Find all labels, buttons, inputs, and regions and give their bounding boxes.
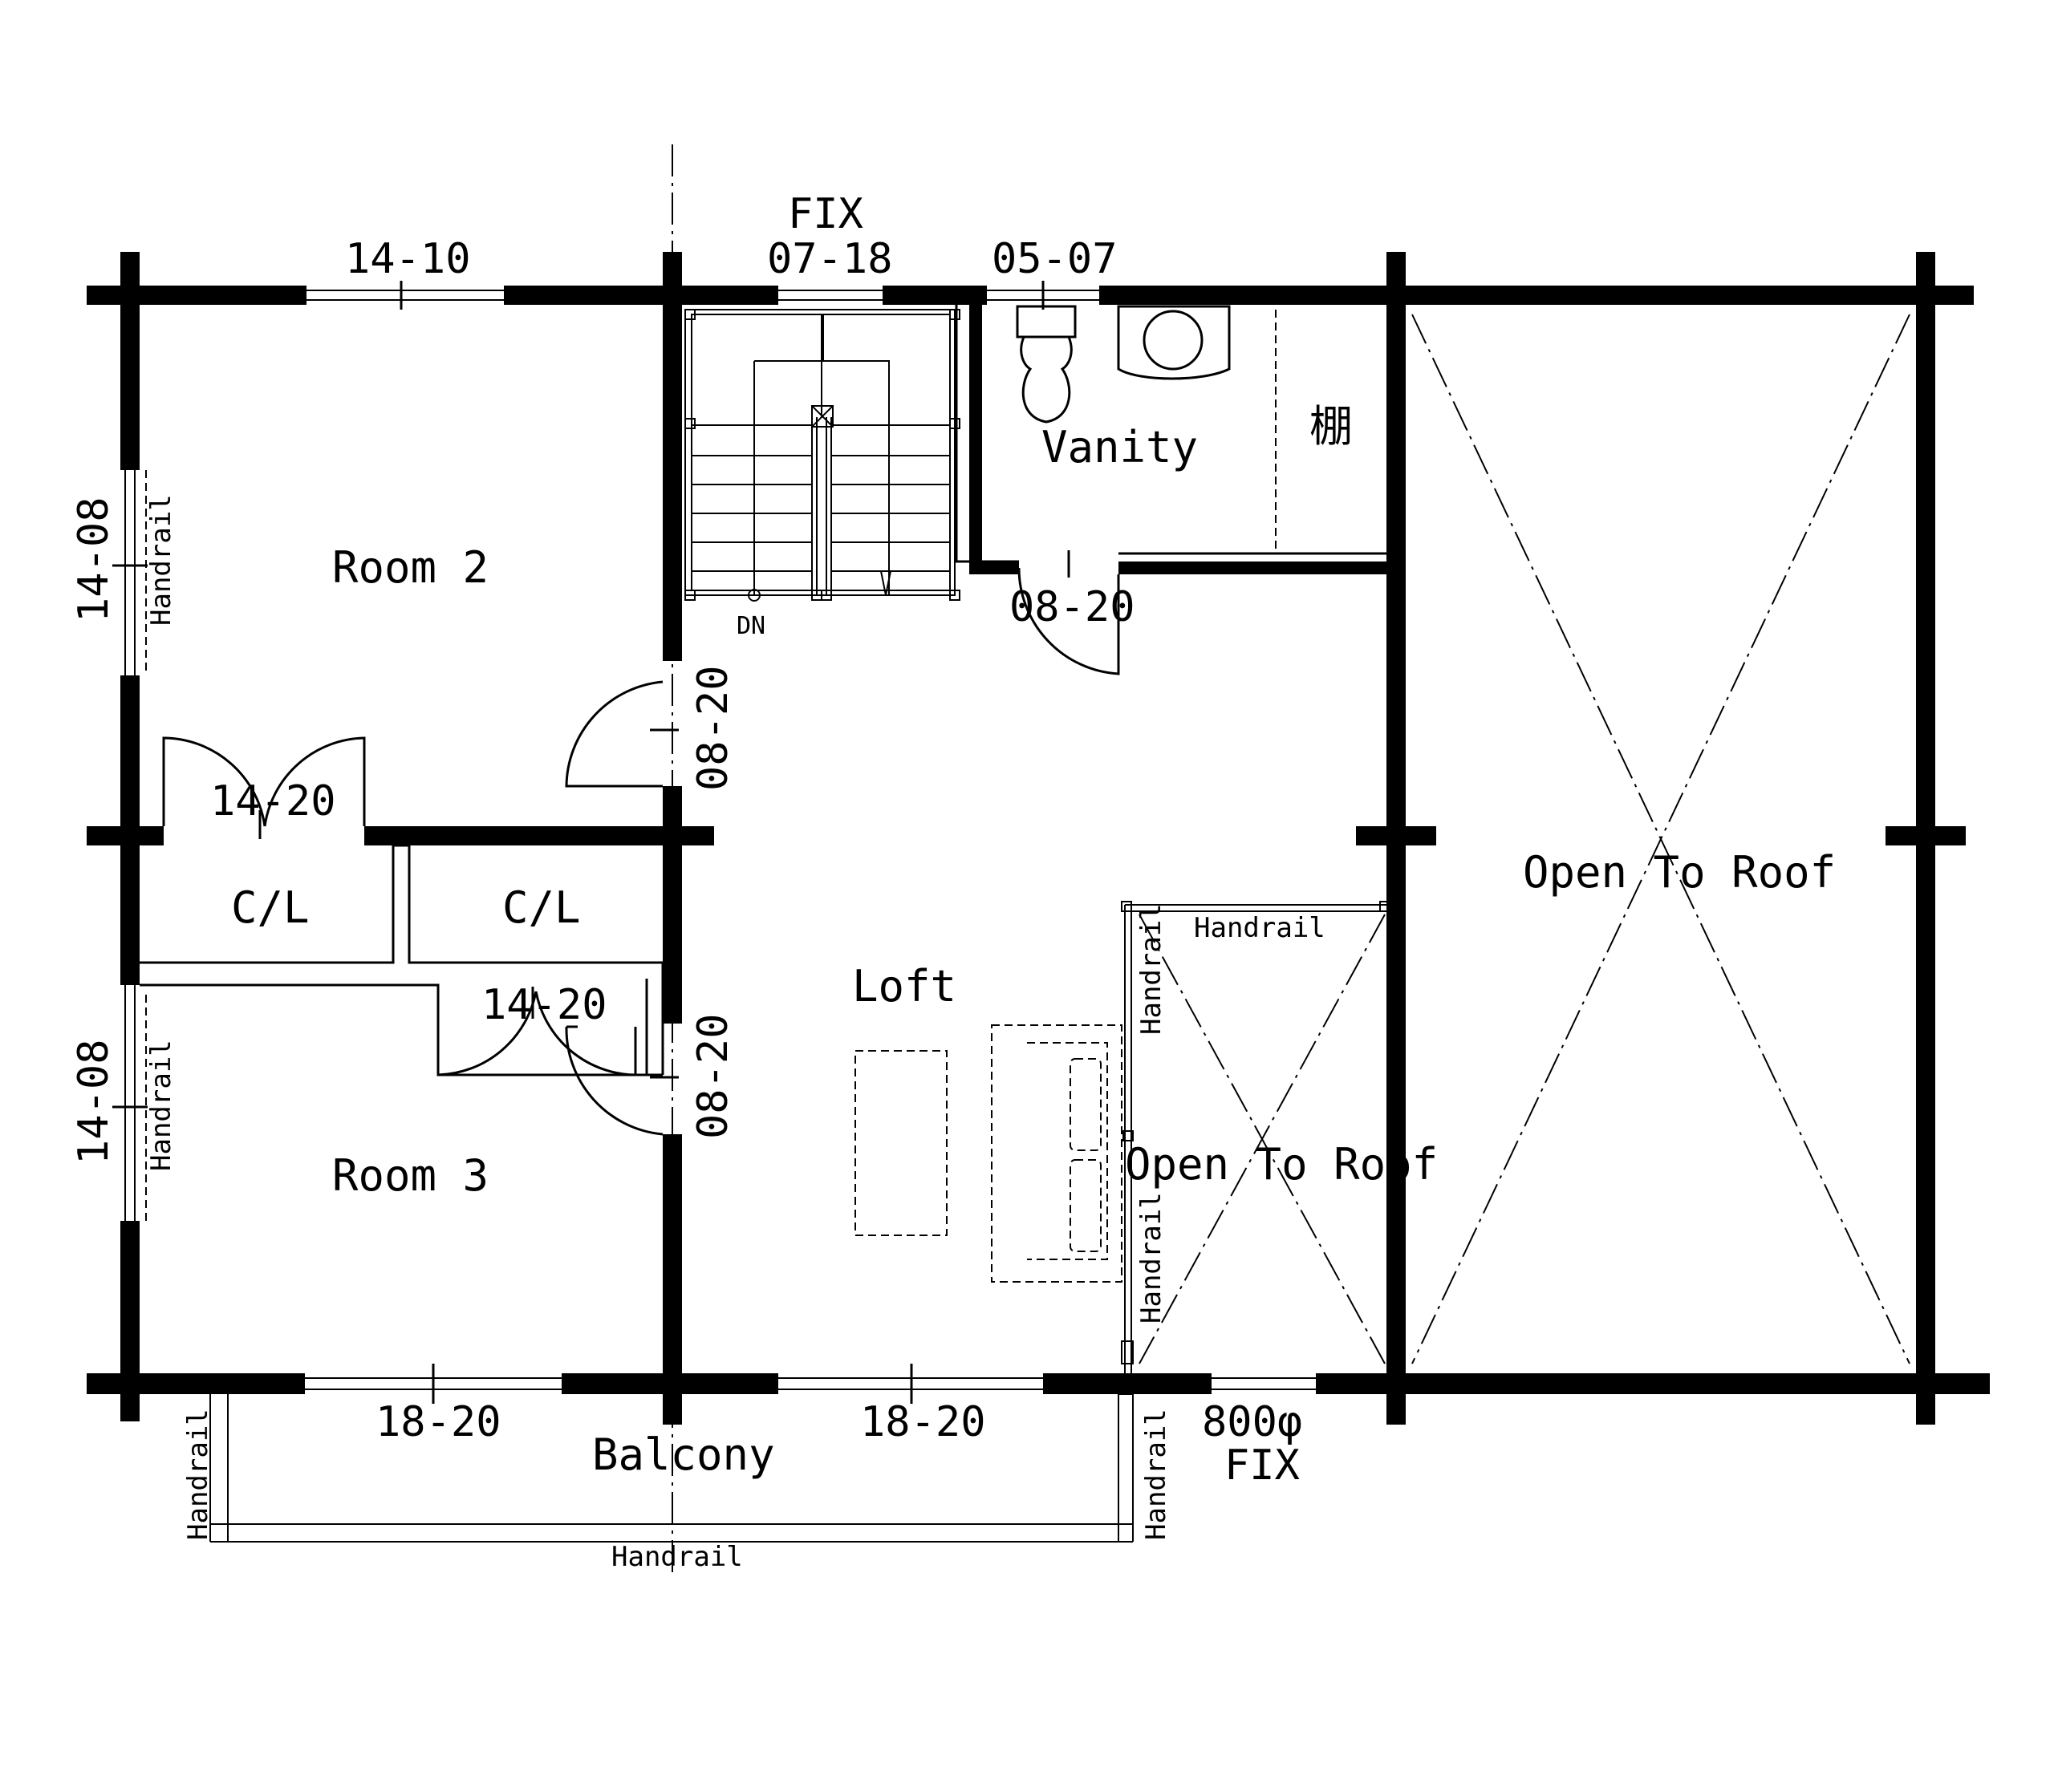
door-room3-label: 08-20: [689, 1013, 737, 1139]
window-round-label: 800φ: [1202, 1398, 1302, 1446]
handrail-loft-top: Handrail: [1194, 912, 1325, 944]
window-bottom-mid-label: 18-20: [860, 1398, 986, 1446]
sink-basin: [1143, 310, 1204, 371]
window-bottom-left-label: 18-20: [375, 1398, 501, 1446]
open-to-roof-large-x: [1411, 314, 1910, 1364]
door-closet-right-label: 14-20: [481, 981, 607, 1029]
wall-bottom-4: [1316, 1373, 1990, 1394]
loft-handrail: [1121, 901, 1390, 1373]
open-to-roof-small-label: Open To Roof: [1125, 1139, 1438, 1190]
window-top-vanity-label: 05-07: [992, 235, 1118, 283]
wall-right-cross: [1886, 826, 1966, 845]
door-vanity: [1017, 567, 1120, 675]
open-to-roof-large-label: Open To Roof: [1523, 847, 1836, 898]
shelf-label: 棚: [1309, 401, 1353, 452]
windows: [112, 281, 1316, 1404]
balcony-label: Balcony: [592, 1429, 775, 1480]
wall-top-3: [883, 286, 987, 305]
stairs: [684, 309, 960, 602]
wall-top-4: [1099, 286, 1974, 305]
handrail-loft-side-lower: Handrail: [1135, 1192, 1167, 1324]
window-left-room2: [124, 470, 136, 675]
wall-top-2: [504, 286, 778, 305]
open-to-roof-small-x: [1139, 914, 1386, 1364]
window-top-room2: [306, 290, 504, 301]
wall-vanity-bottom-right: [1118, 562, 1388, 574]
sink-counter: [1117, 305, 1231, 380]
window-round-fix-label: FIX: [1224, 1441, 1300, 1490]
wall-left-3: [120, 1221, 140, 1421]
handrail-balcony-bottom: Handrail: [611, 1541, 743, 1573]
handrail-loft-side-upper: Handrail: [1135, 903, 1167, 1035]
closet-left-label: C/L: [231, 882, 310, 933]
partitions: [140, 305, 1386, 1076]
handrail-room3-window: Handrail: [145, 1040, 177, 1171]
door-room2: [565, 680, 664, 788]
window-top-fix: [778, 290, 883, 301]
door-vanity-label: 08-20: [1009, 583, 1135, 631]
room3-label: Room 3: [332, 1150, 489, 1201]
window-left-room2-label: 14-08: [70, 497, 118, 622]
closet-right-label: C/L: [502, 882, 581, 933]
wall-vanity-bottom-left: [969, 562, 1019, 574]
wall-bottom-1: [87, 1373, 305, 1394]
window-top-room2-label: 14-10: [345, 235, 471, 283]
handrail-balcony-left: Handrail: [182, 1409, 214, 1540]
window-left-room3: [124, 985, 136, 1221]
door-room2-label: 08-20: [689, 665, 737, 791]
vanity-fixtures: [1016, 305, 1277, 552]
window-left-room3-label: 14-08: [70, 1039, 118, 1165]
door-closet-left-label: 14-20: [210, 777, 336, 825]
room2-label: Room 2: [332, 542, 489, 593]
wall-bottom-3: [1043, 1373, 1212, 1394]
loft-furniture: [854, 1024, 1122, 1283]
wall-vanity-left: [969, 305, 982, 570]
partition-closets-bottom: [140, 844, 663, 964]
loft-label: Loft: [852, 961, 956, 1012]
door-closet-left: [162, 736, 366, 827]
walls: [87, 252, 1990, 1425]
handrail-balcony-right: Handrail: [1140, 1409, 1172, 1540]
wall-left-1: [120, 252, 140, 470]
handrail-room2-window: Handrail: [145, 494, 177, 626]
stairs-down-label: DN: [737, 612, 765, 640]
coffee-table: [854, 1050, 948, 1236]
vanity-label: Vanity: [1041, 422, 1198, 472]
wall-int-h-1: [364, 826, 714, 845]
wall-mid-right-cross: [1356, 826, 1436, 845]
wall-int-h-left: [136, 826, 164, 845]
window-top-fix-label: 07-18: [767, 235, 893, 283]
sofa: [991, 1024, 1122, 1283]
toilet-tank: [1016, 305, 1077, 339]
doors: [162, 550, 1120, 1136]
toilet-bowl: [1020, 336, 1073, 424]
open-to-roof-diagonals: [1139, 314, 1910, 1364]
window-top-fix-text: FIX: [788, 190, 863, 238]
window-bottom-round: [1212, 1377, 1316, 1390]
vanity-inner-line: [955, 305, 1019, 563]
door-room3: [565, 1026, 664, 1136]
